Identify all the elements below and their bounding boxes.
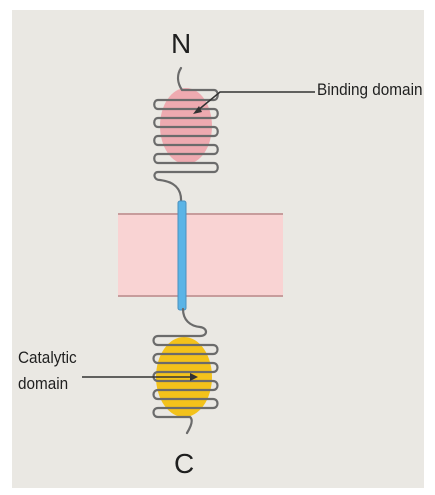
catalytic-domain-label-line1: Catalytic xyxy=(18,345,77,371)
n-terminus-label: N xyxy=(171,28,191,60)
transmembrane-helix xyxy=(178,201,186,310)
catalytic-domain-label-line2: domain xyxy=(18,371,77,397)
c-terminus-label: C xyxy=(174,448,194,480)
catalytic-domain-label: Catalytic domain xyxy=(18,345,77,397)
cell-membrane xyxy=(118,213,283,297)
binding-domain-label: Binding domain xyxy=(317,80,422,100)
